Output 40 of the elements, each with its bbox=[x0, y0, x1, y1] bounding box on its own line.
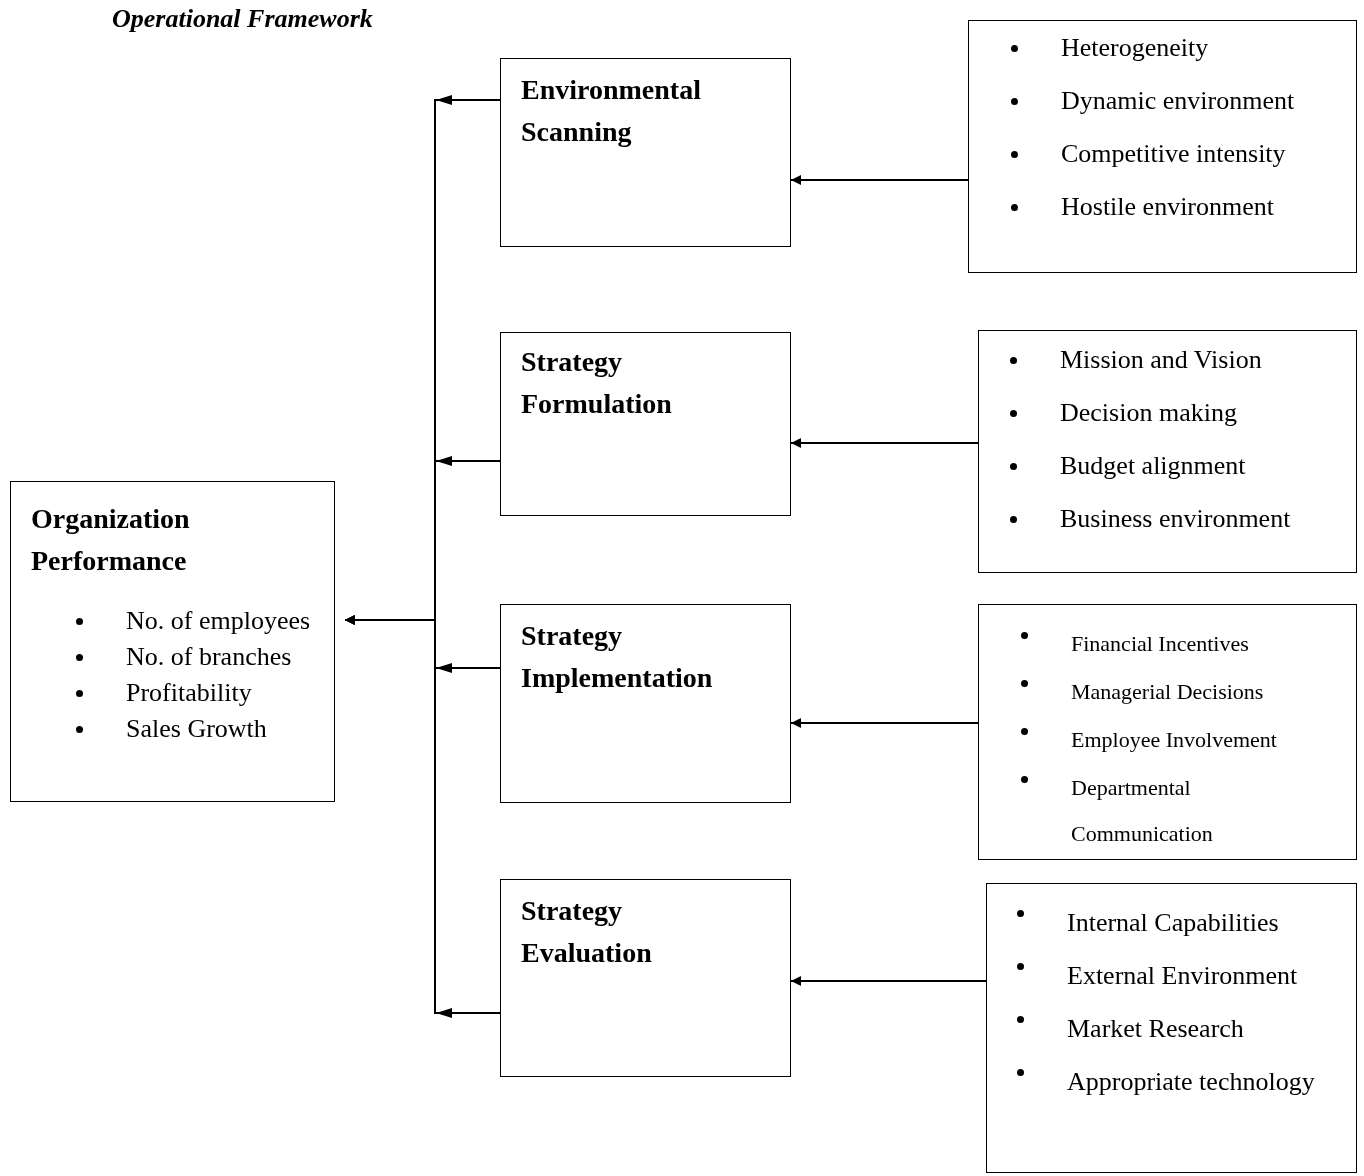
bullet-item: Market Research bbox=[1067, 1014, 1244, 1043]
box-heading: Strategy Formulation bbox=[521, 345, 673, 421]
process-box bbox=[500, 58, 791, 247]
process-box bbox=[500, 604, 791, 803]
process-box bbox=[10, 481, 335, 802]
bullet-item: Hostile environment bbox=[1061, 192, 1274, 221]
bullet-item: Budget alignment bbox=[1060, 451, 1246, 480]
list-box bbox=[978, 330, 1357, 573]
arrow bbox=[790, 718, 979, 728]
process-box bbox=[500, 879, 791, 1077]
bullet-item: Sales Growth bbox=[126, 714, 267, 743]
box-heading: Strategy Evaluation bbox=[521, 894, 653, 970]
bullet-item: Decision making bbox=[1060, 398, 1237, 427]
bullet-item: Departmental Communication bbox=[1071, 775, 1213, 846]
list-box bbox=[968, 20, 1357, 273]
bullet-item: Financial Incentives bbox=[1071, 631, 1249, 656]
box-heading: Environmental Scanning bbox=[521, 73, 702, 149]
diagram-title: Operational Framework bbox=[112, 4, 373, 34]
bullet-item: Employee Involvement bbox=[1071, 727, 1277, 752]
bullet-item: External Environment bbox=[1067, 961, 1298, 990]
process-box bbox=[500, 332, 791, 516]
box-heading: Strategy Implementation bbox=[521, 619, 714, 695]
arrow bbox=[790, 438, 979, 448]
bullet-item: Competitive intensity bbox=[1061, 139, 1286, 168]
bullet-item: Managerial Decisions bbox=[1071, 679, 1264, 704]
bullet-item: Profitability bbox=[126, 678, 252, 707]
list-box bbox=[986, 883, 1357, 1173]
bullet-item: Business environment bbox=[1060, 504, 1291, 533]
arrow bbox=[790, 976, 987, 986]
bullet-item: No. of branches bbox=[126, 642, 292, 671]
bullet-item: Appropriate technology bbox=[1067, 1067, 1315, 1096]
bullet-item: Dynamic environment bbox=[1061, 86, 1295, 115]
bullet-item: Mission and Vision bbox=[1060, 345, 1262, 374]
arrow bbox=[344, 615, 501, 1018]
box-heading: Organization Performance bbox=[31, 502, 191, 578]
arrow bbox=[790, 175, 969, 185]
bullet-item: No. of employees bbox=[126, 606, 311, 635]
bullet-item: Internal Capabilities bbox=[1067, 908, 1279, 937]
list-box bbox=[978, 604, 1357, 860]
bullet-item: Heterogeneity bbox=[1061, 33, 1209, 62]
